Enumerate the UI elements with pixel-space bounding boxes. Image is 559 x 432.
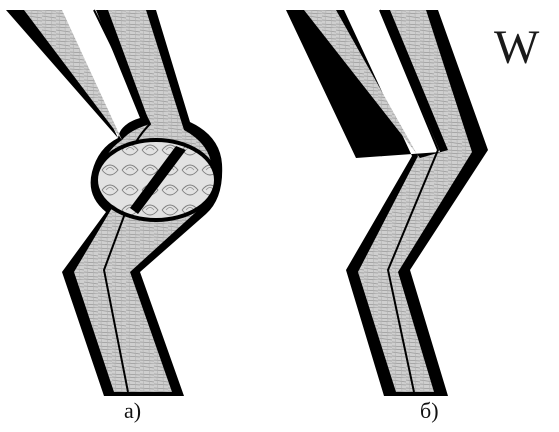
- panel-b-fold: [286, 10, 488, 396]
- caption-b: б): [420, 400, 439, 422]
- caption-a: а): [124, 400, 141, 422]
- panel-a-fold: [6, 10, 222, 396]
- corner-mark: W: [494, 24, 539, 72]
